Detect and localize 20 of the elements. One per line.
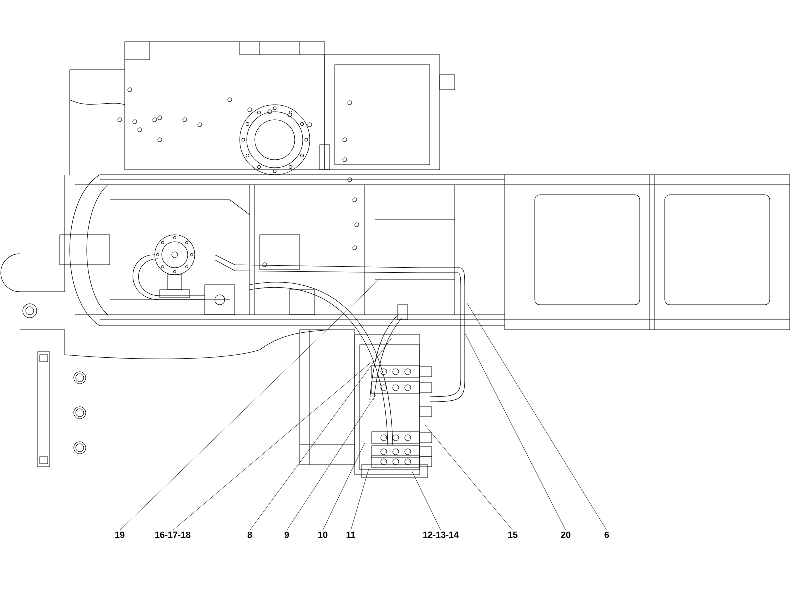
leader-line [350, 468, 370, 531]
callout-number: 11 [346, 532, 356, 538]
callout-number: 12-13-14 [424, 532, 459, 538]
callout-number: 15 [508, 532, 518, 538]
leader-line [464, 332, 566, 531]
callout-number: 9 [284, 532, 290, 538]
leader-line [466, 302, 608, 531]
callout-number: 16-17-18 [156, 532, 191, 538]
callout-number: 6 [604, 532, 610, 538]
callout-number: 19 [116, 532, 125, 538]
leader-line [286, 394, 376, 531]
callout-number: 20 [561, 532, 571, 538]
leader-line [172, 362, 372, 531]
callout-number: 10 [318, 532, 328, 538]
leader-line [120, 276, 382, 531]
leader-line [424, 424, 514, 531]
leader-line [412, 470, 442, 531]
leader-line [322, 442, 366, 531]
leader-line [250, 338, 392, 531]
callout-number: 8 [248, 532, 252, 538]
